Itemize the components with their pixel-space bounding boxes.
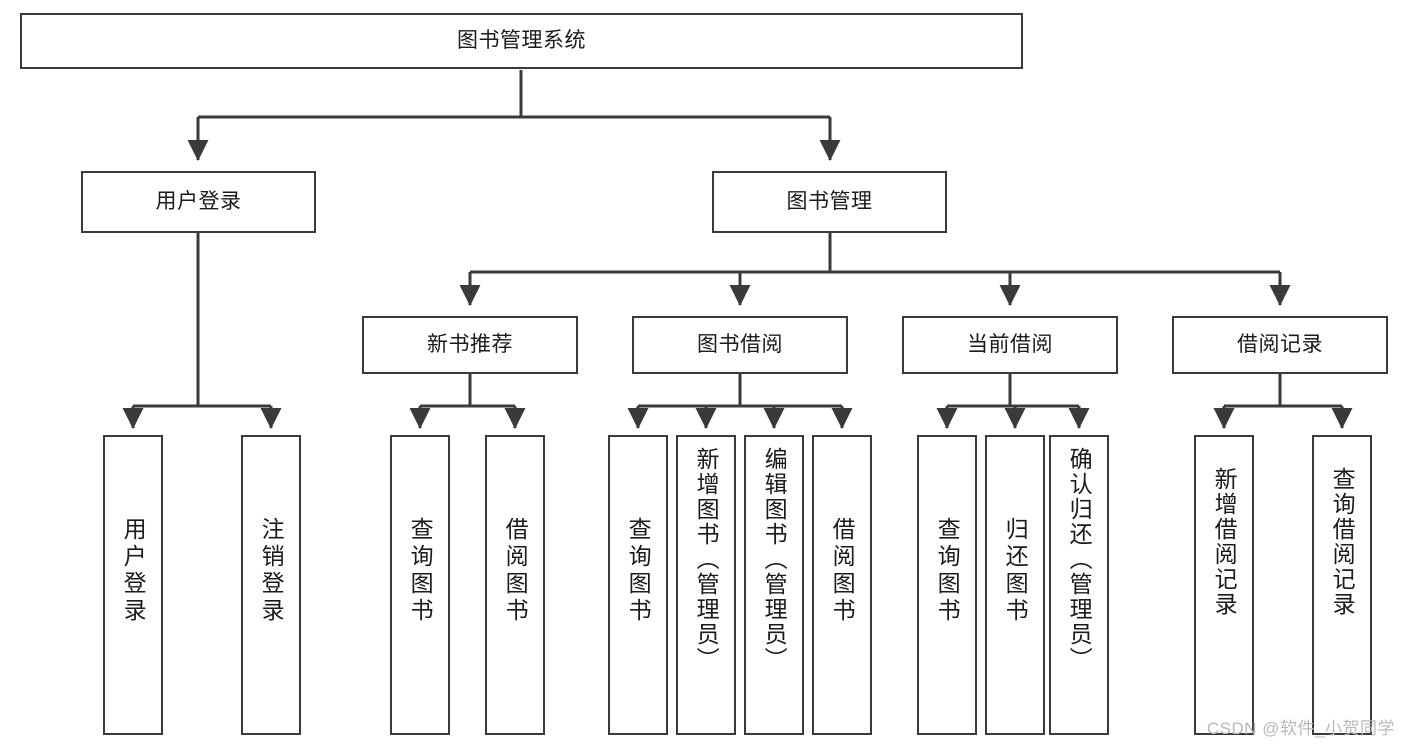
- leaf-confirm-return-label: 确认归还（管理员）: [1066, 447, 1093, 672]
- node-book-borrow-label: 图书借阅: [697, 333, 783, 357]
- node-current-borrow-label: 当前借阅: [967, 333, 1053, 357]
- leaf-query-book-2-label: 查询图书: [625, 517, 652, 625]
- leaf-query-book-3-label: 查询图书: [934, 517, 961, 625]
- leaf-add-book[interactable]: 新增图书（管理员）: [676, 435, 736, 735]
- watermark: CSDN @软件_小贺同学: [1206, 719, 1395, 738]
- node-root[interactable]: 图书管理系统: [20, 13, 1023, 69]
- leaf-logout-login[interactable]: 注销登录: [241, 435, 301, 735]
- leaf-add-record[interactable]: 新增借阅记录: [1194, 435, 1254, 735]
- node-borrow-record[interactable]: 借阅记录: [1172, 316, 1388, 374]
- node-borrow-record-label: 借阅记录: [1237, 333, 1323, 357]
- leaf-query-book-2[interactable]: 查询图书: [608, 435, 668, 735]
- leaf-logout-login-label: 注销登录: [258, 517, 285, 625]
- leaf-query-book-1[interactable]: 查询图书: [390, 435, 450, 735]
- leaf-borrow-book-2-label: 借阅图书: [829, 517, 856, 625]
- leaf-borrow-book-1[interactable]: 借阅图书: [485, 435, 545, 735]
- leaf-query-book-3[interactable]: 查询图书: [917, 435, 977, 735]
- leaf-query-book-1-label: 查询图书: [407, 517, 434, 625]
- node-user-login[interactable]: 用户登录: [81, 171, 316, 233]
- node-current-borrow[interactable]: 当前借阅: [902, 316, 1118, 374]
- leaf-edit-book[interactable]: 编辑图书（管理员）: [744, 435, 804, 735]
- leaf-query-record[interactable]: 查询借阅记录: [1312, 435, 1372, 735]
- node-user-login-label: 用户登录: [155, 190, 242, 214]
- node-root-label: 图书管理系统: [457, 29, 586, 53]
- leaf-add-record-label: 新增借阅记录: [1211, 467, 1238, 617]
- node-new-book-recommend[interactable]: 新书推荐: [362, 316, 578, 374]
- node-book-borrow[interactable]: 图书借阅: [632, 316, 848, 374]
- leaf-return-book-label: 归还图书: [1002, 517, 1029, 625]
- leaf-borrow-book-2[interactable]: 借阅图书: [812, 435, 872, 735]
- leaf-user-login[interactable]: 用户登录: [103, 435, 163, 735]
- leaf-confirm-return[interactable]: 确认归还（管理员）: [1049, 435, 1109, 735]
- leaf-add-book-label: 新增图书（管理员）: [693, 447, 720, 672]
- leaf-query-record-label: 查询借阅记录: [1329, 467, 1356, 617]
- leaf-edit-book-label: 编辑图书（管理员）: [761, 447, 788, 672]
- leaf-return-book[interactable]: 归还图书: [985, 435, 1045, 735]
- leaf-user-login-label: 用户登录: [120, 517, 147, 625]
- node-book-manage-label: 图书管理: [786, 190, 873, 214]
- leaf-borrow-book-1-label: 借阅图书: [502, 517, 529, 625]
- node-book-manage[interactable]: 图书管理: [712, 171, 947, 233]
- node-new-book-recommend-label: 新书推荐: [427, 333, 513, 357]
